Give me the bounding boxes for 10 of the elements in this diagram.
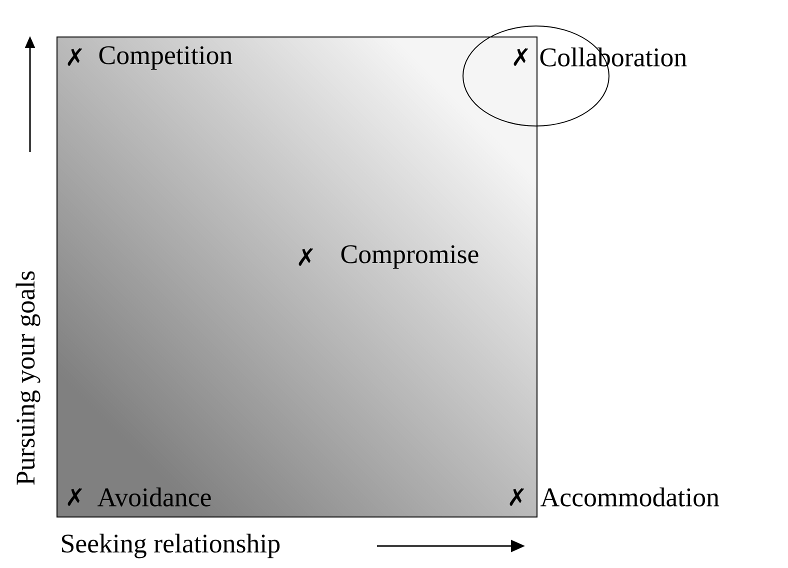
axis-label: Seeking relationship <box>62 534 280 558</box>
cross-mark: ✗ <box>510 488 524 506</box>
cross-mark: ✗ <box>68 48 82 66</box>
axis-label: Pursuing your goals <box>16 271 40 485</box>
quadrant-label: Competition <box>99 46 232 70</box>
quadrant-label: Accommodation <box>540 488 720 506</box>
cross-mark: ✗ <box>68 488 82 506</box>
cross-mark: ✗ <box>298 248 313 266</box>
quadrant-label: Compromise <box>341 245 478 269</box>
quadrant-label: Avoidance <box>97 488 211 506</box>
